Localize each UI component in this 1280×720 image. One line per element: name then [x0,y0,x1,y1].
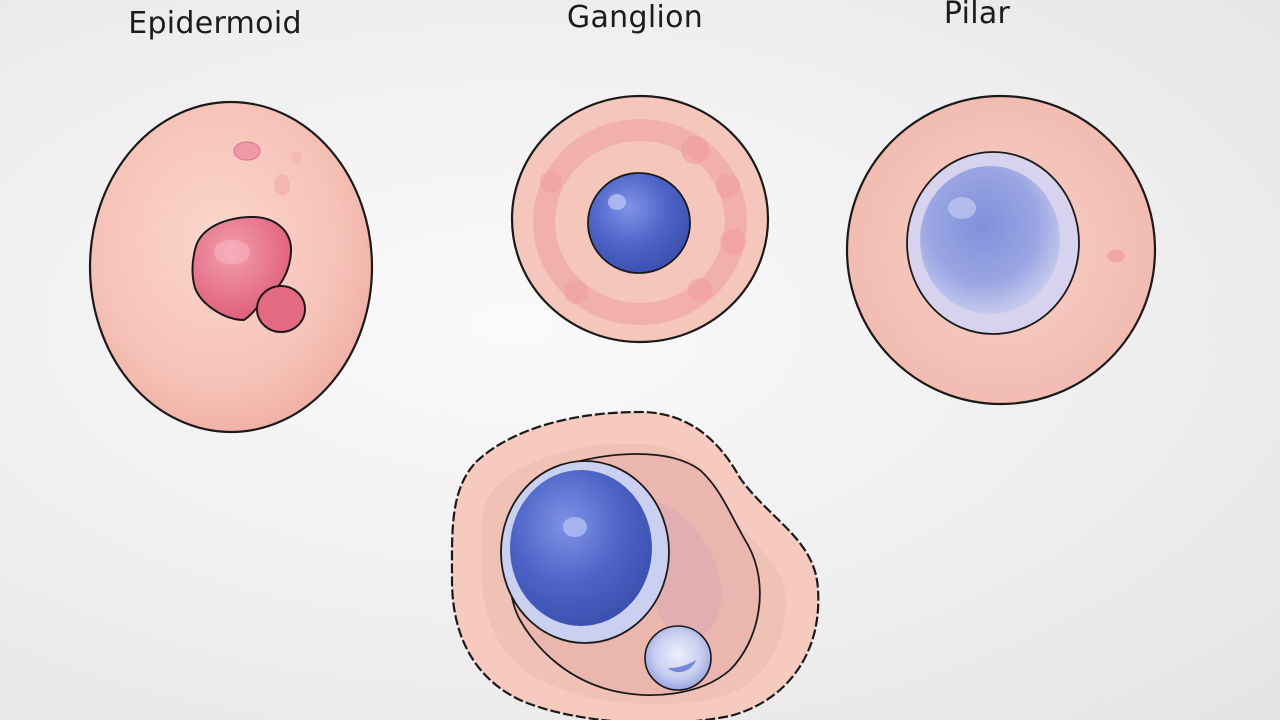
ganglion-cyst-highlight [608,194,626,210]
ganglion-cyst [510,94,770,344]
epidermoid-label: Epidermoid [128,6,302,41]
epidermoid-pore [233,141,261,161]
bottom-cyst [450,410,820,720]
bottom-large-cyst-content [510,470,652,626]
epidermoid-lesion-lobe [256,285,306,333]
pilar-cyst-highlight [948,197,976,219]
ganglion-spot [688,278,712,302]
ganglion-spot [720,229,746,255]
ganglion-spot [540,171,562,193]
epidermoid-blemish [274,174,290,196]
epidermoid-lesion-highlight [214,240,250,264]
bottom-large-cyst-highlight [563,517,587,537]
pilar-blemish [1107,250,1125,262]
pilar-label: Pilar [943,0,1011,31]
ganglion-pink-ring [533,119,747,325]
pilar-cyst-content [920,166,1060,314]
ganglion-spot [681,136,709,164]
ganglion-spot [716,174,740,198]
pilar-cyst [845,94,1157,406]
epidermoid-cyst [88,100,374,434]
bottom-small-cyst [644,625,712,691]
ganglion-spot [564,280,588,304]
epidermoid-blemish [292,151,302,165]
ganglion-label: Ganglion [566,0,704,35]
bottom-small-cyst-highlight [668,660,696,673]
ganglion-cyst-sac [587,172,691,274]
